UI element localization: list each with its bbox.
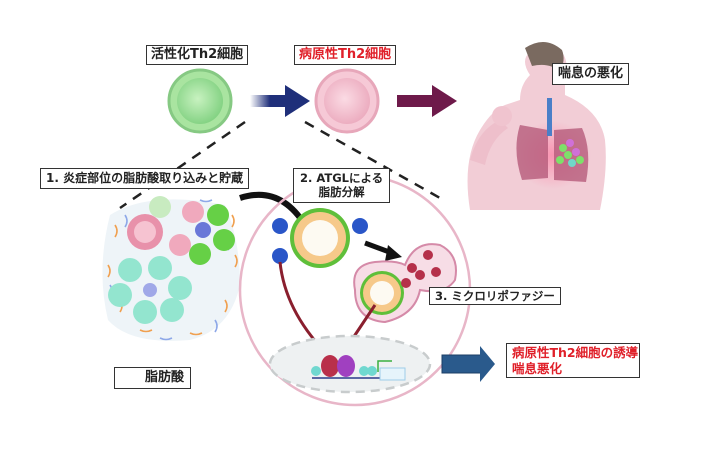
step2-line1: 2. ATGLによる [300, 171, 384, 185]
asthma-worsening-label: 喘息の悪化 [552, 63, 630, 86]
fatty-acid-legend-label: 脂肪酸 [145, 370, 185, 385]
fatty-acid-molecules [107, 214, 238, 336]
step3-label: 3. ミクロリポファジー [429, 287, 561, 306]
nucleus [268, 334, 432, 394]
activated-th2-cell [167, 68, 233, 134]
pathogenic-th2-label: 病原性Th2細胞 [294, 45, 397, 66]
outcome-line1: 病原性Th2細胞の誘導 [512, 345, 639, 360]
outcome-label: 病原性Th2細胞の誘導 喘息悪化 [506, 343, 640, 379]
lipid-droplet [272, 208, 368, 268]
outcome-arrow [441, 346, 495, 382]
inflamed-tissue-cluster [102, 196, 240, 341]
step1-label: 1. 炎症部位の脂肪酸取り込みと貯蔵 [40, 168, 250, 189]
activated-th2-label: 活性化Th2細胞 [146, 45, 249, 66]
zoom-dashed-lines [119, 120, 441, 210]
progression-arrow-blue [250, 85, 310, 117]
lysosome-engulfing-droplet [353, 243, 457, 324]
atgl-enzyme [272, 218, 368, 264]
step2-label: 2. ATGLによる 脂肪分解 [293, 168, 391, 203]
step2-line2: 脂肪分解 [318, 185, 365, 200]
coughing-person-illustration [467, 41, 606, 210]
pathogenic-th2-cell [314, 68, 380, 134]
fatty-acid-legend: 脂肪酸 [114, 367, 192, 390]
progression-arrow-maroon [397, 85, 457, 117]
outcome-line2: 喘息悪化 [512, 360, 563, 376]
lung-immune-cells [556, 139, 584, 167]
